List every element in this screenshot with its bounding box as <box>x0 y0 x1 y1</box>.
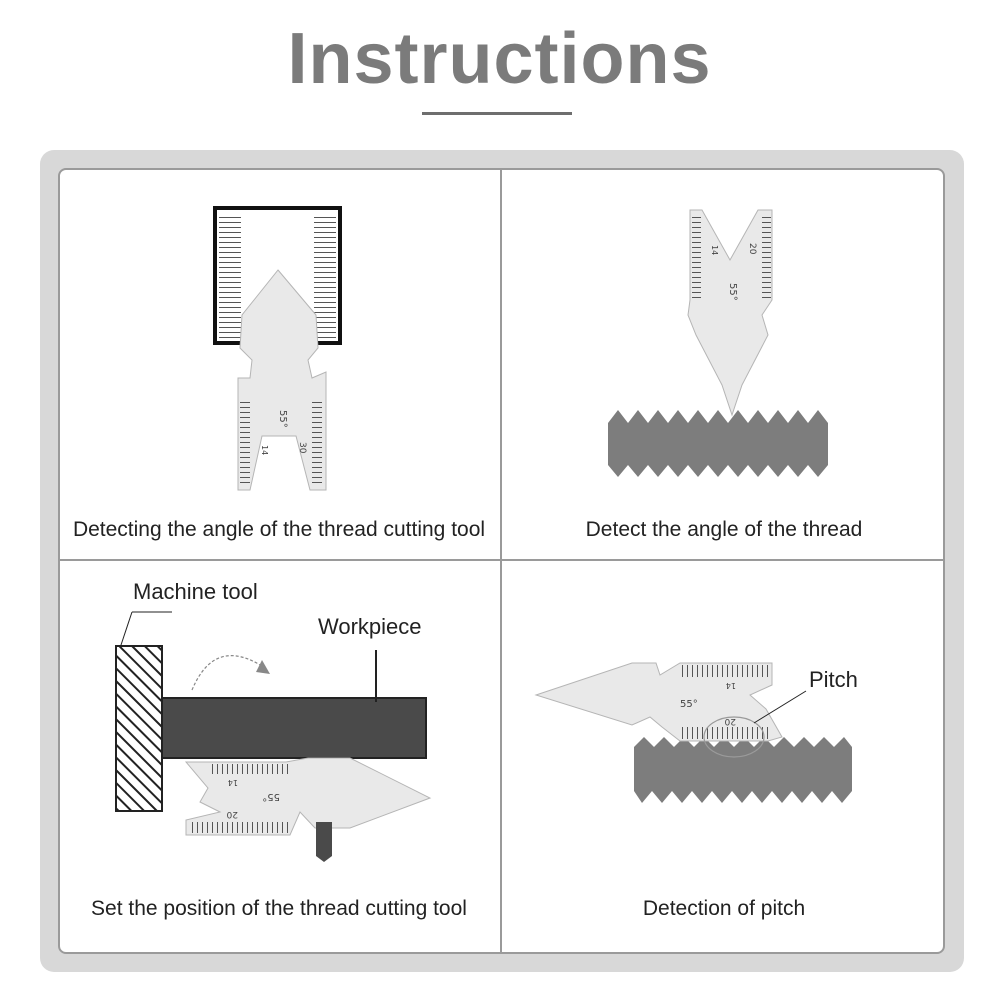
gauge-angle-mark: 55° <box>277 410 288 428</box>
grid-divider-horizontal <box>58 559 945 561</box>
panel1-caption: Detecting the angle of the thread cuttin… <box>72 518 486 541</box>
machine-tool-block <box>115 645 163 812</box>
gauge2-mark-14: 14 <box>710 245 719 255</box>
center-gauge <box>237 269 327 491</box>
threaded-rod-pitch <box>634 737 852 803</box>
panel1-illustration: 55° 14 30 <box>213 206 342 491</box>
panel4-illustration: 14 55° 20 <box>534 662 852 803</box>
machine-tool-label: Machine tool <box>133 579 258 604</box>
gauge4-mark-20: 20 <box>724 716 736 726</box>
gauge-horizontal <box>184 757 432 836</box>
gauge-mark-14: 14 <box>260 445 269 455</box>
gauge-down <box>687 209 773 417</box>
panel2-caption: Detect the angle of the thread <box>585 518 863 541</box>
title-underline <box>422 112 572 115</box>
panel3-illustration: 14 55° 20 <box>115 611 432 862</box>
pitch-label: Pitch <box>809 667 858 692</box>
page-title: Instructions <box>287 19 712 99</box>
threaded-rod <box>608 410 828 477</box>
pitch-circle <box>703 716 765 758</box>
workpiece-label: Workpiece <box>318 614 422 639</box>
panel3-caption: Set the position of the thread cutting t… <box>91 897 467 920</box>
gauge4-mark-14: 14 <box>726 681 736 690</box>
gauge3-mark-20: 20 <box>226 809 238 819</box>
gauge-mark-30: 30 <box>297 442 307 454</box>
gauge4-angle-mark: 55° <box>680 699 698 710</box>
workpiece-bar <box>161 697 427 759</box>
panel4-caption: Detection of pitch <box>642 897 806 920</box>
grid-divider-vertical <box>500 168 502 954</box>
gauge2-angle-mark: 55° <box>727 283 738 301</box>
cutting-tool <box>316 822 332 862</box>
gauge3-angle-mark: 55° <box>262 791 280 802</box>
gauge2-mark-20: 20 <box>747 243 757 255</box>
panel2-illustration: 14 20 55° <box>608 209 828 477</box>
gauge3-mark-14: 14 <box>228 778 238 787</box>
gauge-pitch <box>534 662 783 742</box>
rotation-arrow <box>191 655 266 691</box>
